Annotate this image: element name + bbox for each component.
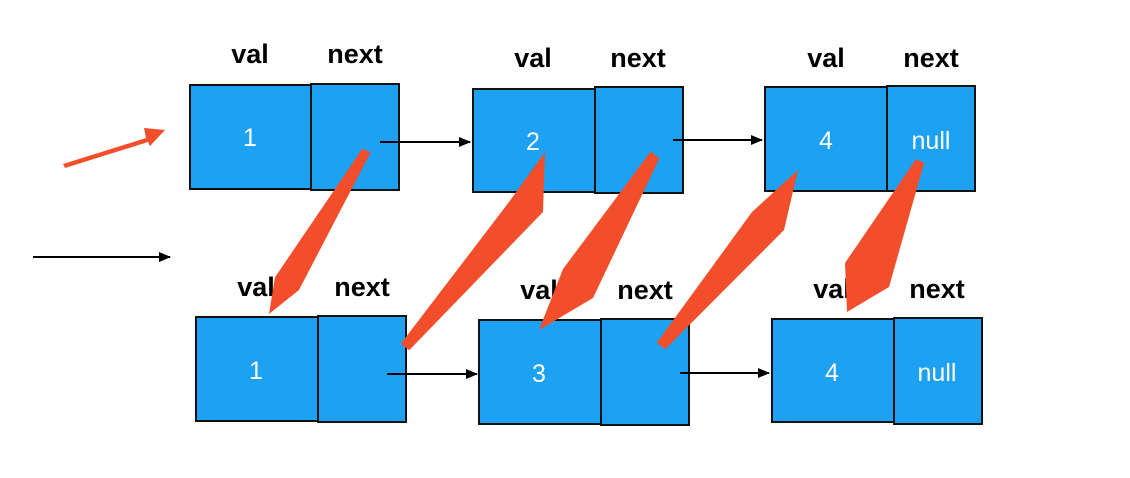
val-cell — [478, 319, 602, 425]
val-text: 4 — [819, 127, 833, 155]
next-header: next — [610, 43, 666, 73]
bottom-node-2: val next 3 — [478, 275, 690, 426]
val-header: val — [237, 272, 275, 302]
next-text: null — [912, 127, 951, 155]
val-header: val — [807, 43, 845, 73]
traversal-arrows — [63, 128, 925, 351]
val-header: val — [514, 43, 552, 73]
bottom-node-3: val next 4 null — [771, 274, 983, 425]
pointer-arrows — [33, 135, 770, 379]
next-cell — [893, 317, 983, 425]
val-text: 4 — [825, 359, 839, 387]
next-header: next — [327, 39, 383, 69]
next-cell — [886, 85, 976, 192]
next-cell — [317, 315, 407, 423]
val-text: 1 — [243, 124, 257, 152]
val-text: 1 — [249, 357, 263, 385]
bottom-list: val next 1 val next 3 val next 4 null — [195, 272, 983, 426]
val-header: val — [231, 39, 269, 69]
bottom-node-1: val next 1 — [195, 272, 407, 423]
red-arrow-top2-to-bottom2 — [539, 151, 660, 330]
next-header: next — [617, 275, 673, 305]
next-text: null — [918, 359, 957, 387]
val-cell — [195, 316, 319, 422]
next-header: next — [909, 274, 965, 304]
top-head-pointer-arrow — [63, 128, 165, 168]
top-node-3: val next 4 null — [764, 43, 976, 192]
next-header: next — [903, 43, 959, 73]
val-text: 2 — [526, 128, 540, 156]
top-node-1: val next 1 — [189, 39, 400, 191]
top-list: val next 1 val next 2 val next 4 null — [189, 39, 976, 194]
next-header: next — [334, 272, 390, 302]
red-arrow-top3-to-bottom3 — [845, 159, 925, 312]
val-header: val — [813, 274, 851, 304]
val-text: 3 — [532, 360, 546, 388]
red-arrow-top1-to-bottom1 — [269, 148, 371, 314]
val-cell — [764, 86, 888, 192]
val-cell — [189, 84, 312, 190]
val-cell — [771, 318, 895, 423]
red-arrow-bottom2-to-top3 — [656, 170, 798, 350]
red-arrow-bottom1-to-top2 — [400, 152, 545, 351]
